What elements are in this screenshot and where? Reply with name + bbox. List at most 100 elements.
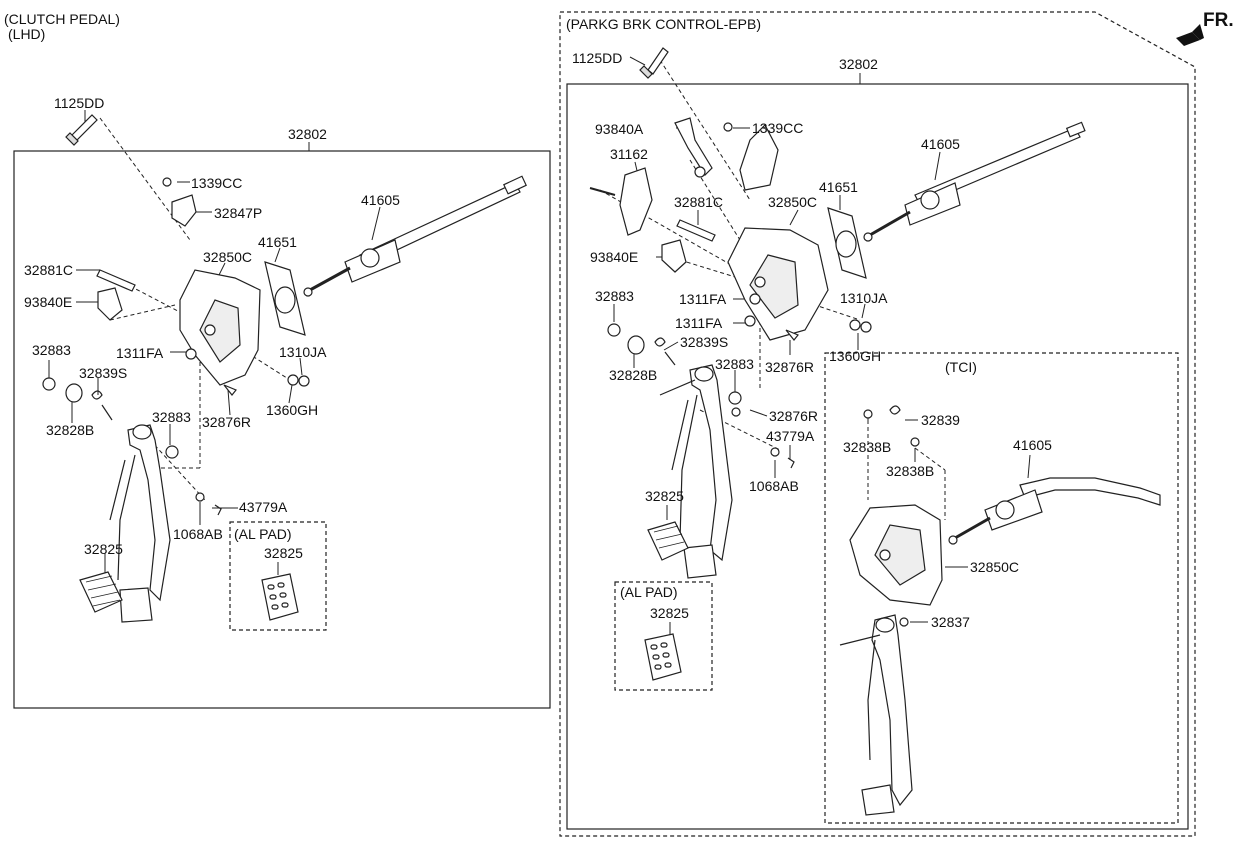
left-switch-93840E — [97, 287, 123, 321]
right-clutch-pedal-arm — [659, 364, 733, 562]
left-bracket-32847P — [171, 194, 197, 227]
right-bushing-32883b — [728, 391, 742, 405]
left-clutch-pedal-arm — [109, 424, 171, 602]
left-collar-32828B — [65, 383, 83, 403]
right-alpad-frame — [614, 581, 713, 691]
right-bolt-1125DD — [639, 47, 669, 79]
right-spring-32839S — [654, 337, 676, 366]
right-master-cylinder-41605 — [863, 121, 1086, 242]
right-part-32839S: 32839S — [680, 334, 729, 350]
left-pedal-pad — [119, 587, 153, 623]
left-part-32850C: 32850C — [203, 249, 253, 265]
tci-title: (TCI) — [945, 359, 977, 375]
left-part-1125DD: 1125DD — [54, 95, 105, 111]
left-gasket-41651 — [264, 261, 306, 336]
tci-pedal-bracket-32850C — [849, 504, 943, 606]
left-part-32881C: 32881C — [24, 262, 74, 278]
right-assembly-frame — [566, 83, 1189, 830]
right-nut-1311FA-2 — [744, 315, 756, 327]
left-part-32828B: 32828B — [46, 422, 95, 438]
left-al-pad-32825 — [261, 573, 299, 621]
right-stopper-32876R-2 — [731, 407, 741, 417]
right-collar-32828B — [627, 335, 645, 355]
right-part-1068AB: 1068AB — [749, 478, 799, 494]
right-switch-93840E — [661, 239, 687, 273]
right-part-32876R-1: 32876R — [765, 359, 815, 375]
right-stopper-32876R-1 — [785, 329, 799, 341]
left-pin-32881C — [96, 269, 136, 292]
tci-hydraulic-line-41605 — [948, 477, 1161, 545]
left-part-1339CC: 1339CC — [191, 175, 243, 191]
right-nut-1339CC — [723, 122, 733, 132]
right-gasket-41651 — [827, 207, 867, 279]
tci-pedal-pad — [861, 784, 895, 816]
right-dashed-guides — [599, 59, 861, 451]
right-sensor-31162 — [589, 167, 653, 236]
right-part-1360GH: 1360GH — [829, 348, 882, 364]
forward-arrow-head-icon — [1192, 24, 1204, 40]
tci-spring-32839 — [889, 405, 901, 415]
right-clip-43779A — [770, 447, 795, 469]
direction-label: FR. — [1203, 10, 1234, 31]
left-nut-1339CC — [162, 177, 172, 187]
right-nut-1360GH — [849, 319, 861, 331]
forward-arrow-icon — [1176, 32, 1200, 46]
left-part-1068AB: 1068AB — [173, 526, 223, 542]
left-clip-43779A — [195, 492, 222, 516]
left-part-32876R: 32876R — [202, 414, 252, 430]
right-part-41605: 41605 — [921, 136, 960, 152]
tci-part-32839: 32839 — [921, 412, 960, 428]
left-nut-1311FA — [185, 348, 197, 360]
right-part-32883b: 32883 — [715, 356, 754, 372]
right-alpad-part: 32825 — [650, 605, 689, 621]
right-part-93840E: 93840E — [590, 249, 639, 265]
left-title-line2: (LHD) — [8, 26, 46, 42]
right-part-32850C: 32850C — [768, 194, 818, 210]
left-part-32825: 32825 — [84, 541, 123, 557]
left-bolt-1125DD — [65, 114, 98, 146]
left-part-32847P: 32847P — [214, 205, 263, 221]
tci-nut-32838B-2 — [910, 437, 920, 447]
tci-part-32838B-2: 32838B — [886, 463, 935, 479]
tci-dashed-frame — [824, 352, 1179, 824]
right-part-32828B: 32828B — [609, 367, 658, 383]
right-title: (PARKG BRK CONTROL-EPB) — [566, 16, 761, 32]
right-part-93840A: 93840A — [595, 121, 644, 137]
left-part-93840E: 93840E — [24, 294, 73, 310]
right-alpad-title: (AL PAD) — [620, 584, 678, 600]
right-part-41651: 41651 — [819, 179, 858, 195]
right-assembly-label: 32802 — [839, 56, 878, 72]
left-part-41651: 41651 — [258, 234, 297, 250]
right-nut-1311FA-1 — [749, 293, 761, 305]
right-bracket — [739, 123, 779, 191]
tci-part-32850C: 32850C — [970, 559, 1020, 575]
epb-dashed-frame — [559, 11, 1196, 837]
tci-dashed-guides — [867, 420, 946, 520]
right-part-43779A: 43779A — [766, 428, 815, 444]
tci-part-32837: 32837 — [931, 614, 970, 630]
left-bushing-32883b — [165, 445, 179, 459]
right-part-32881C: 32881C — [674, 194, 724, 210]
right-pedal-bracket-32850C — [727, 227, 829, 341]
right-al-pad-32825 — [644, 633, 682, 681]
tci-part-32838B-1: 32838B — [843, 439, 892, 455]
right-part-31162: 31162 — [610, 146, 648, 162]
right-pedal-pad — [683, 544, 717, 579]
right-part-1125DD: 1125DD — [572, 50, 623, 66]
left-part-1360GH: 1360GH — [266, 402, 319, 418]
left-pedal-bracket-32850C — [179, 269, 261, 386]
right-sensor-93840A — [674, 117, 713, 178]
tci-bushing-32837 — [899, 617, 909, 627]
left-spring-32839S — [91, 390, 113, 421]
right-part-1339CC: 1339CC — [752, 120, 804, 136]
left-title-line1: (CLUTCH PEDAL) — [4, 11, 120, 27]
left-bushing-32883a — [42, 377, 56, 391]
right-pin-32881C — [676, 219, 716, 242]
right-part-32876R-2: 32876R — [769, 408, 819, 424]
tci-clutch-pedal-arm — [839, 614, 913, 807]
left-part-43779A: 43779A — [239, 499, 288, 515]
left-stopper-32876R — [223, 384, 237, 396]
left-alpad-title: (AL PAD) — [234, 526, 292, 542]
